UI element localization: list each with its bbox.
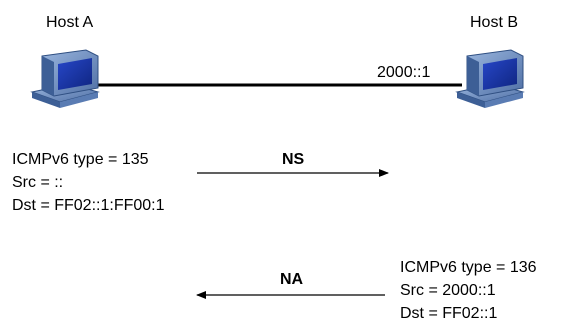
computer-icon <box>455 49 525 108</box>
ns-line-src: Src = :: <box>12 174 63 191</box>
computer-icon <box>30 49 100 108</box>
host-b-label: Host B <box>470 14 518 31</box>
host-a-label: Host A <box>46 14 93 31</box>
ns-line-type: ICMPv6 type = 135 <box>12 151 149 168</box>
host-b-address: 2000::1 <box>377 64 430 81</box>
ns-line-dst: Dst = FF02::1:FF00:1 <box>12 197 165 214</box>
na-label: NA <box>280 271 304 288</box>
na-line-type: ICMPv6 type = 136 <box>400 259 537 276</box>
ns-label: NS <box>282 151 305 168</box>
na-line-dst: Dst = FF02::1 <box>400 305 497 322</box>
na-line-src: Src = 2000::1 <box>400 282 496 299</box>
